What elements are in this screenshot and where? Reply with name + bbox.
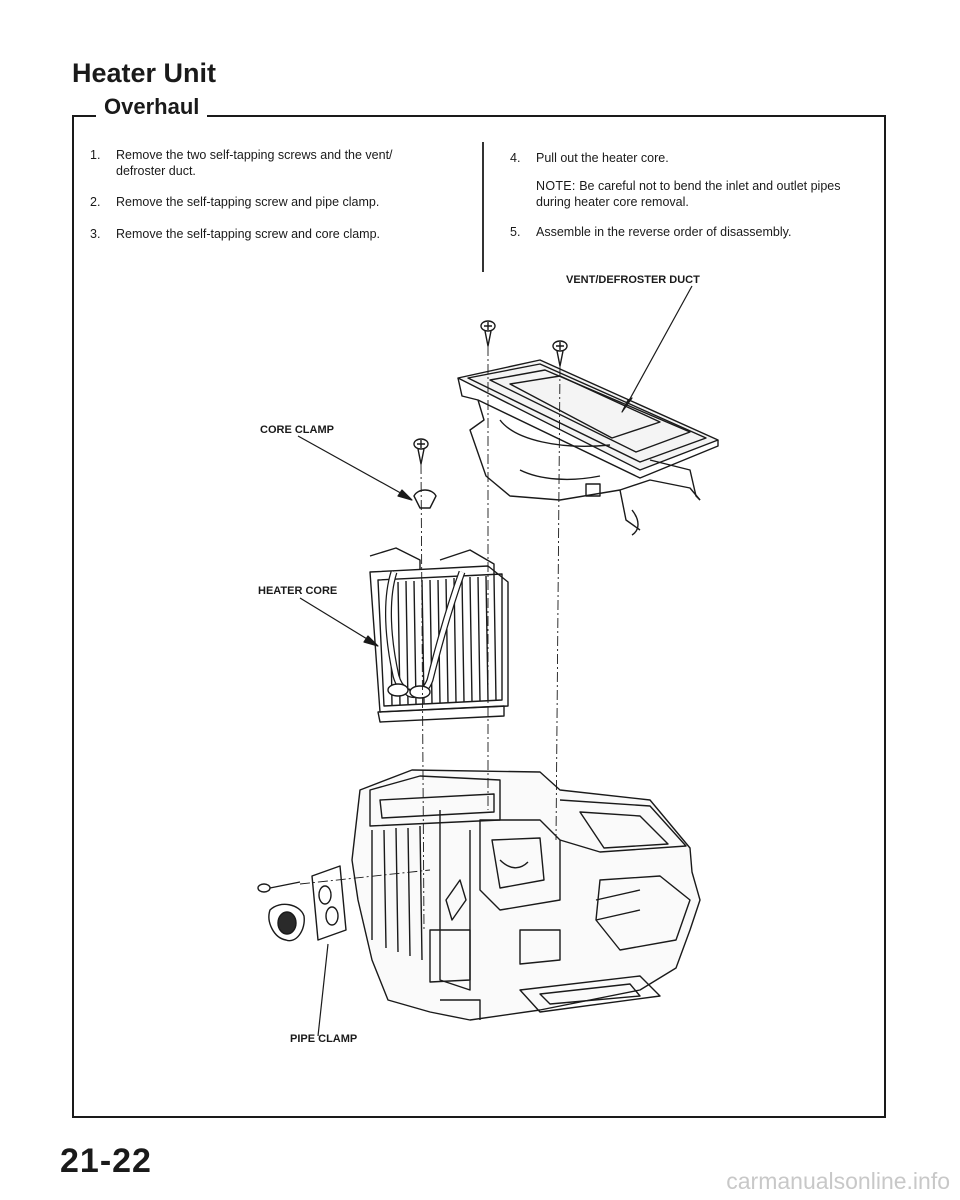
heater-core-illustration <box>369 547 509 723</box>
section-heading: Overhaul <box>96 94 208 120</box>
core-clamp-part <box>413 489 437 509</box>
step-text: Remove the self-tapping screw and pipe c… <box>116 195 380 209</box>
step-number: 5. <box>510 225 521 239</box>
page-number: 21-22 <box>60 1142 152 1180</box>
step-text: Assemble in the reverse order of disasse… <box>536 225 792 239</box>
step-item: 5. Assemble in the reverse order of disa… <box>510 224 875 240</box>
core-clamp-screw <box>413 438 429 465</box>
step-item: 2. Remove the self-tapping screw and pip… <box>90 194 445 210</box>
watermark: carmanualsonline.info <box>726 1168 950 1194</box>
step-item: 3. Remove the self-tapping screw and cor… <box>90 226 445 242</box>
step-text: Remove the self-tapping screw and core c… <box>116 227 381 241</box>
note-item: NOTE: Be careful not to bend the inlet a… <box>510 178 875 210</box>
duct-screw-right <box>552 340 568 367</box>
steps-right-column: 4. Pull out the heater core. NOTE: Be ca… <box>510 150 875 240</box>
step-item: 1. Remove the two self-tapping screws an… <box>90 147 445 179</box>
core-clamp-label: CORE CLAMP <box>260 424 334 436</box>
pipe-clamp-illustration <box>257 865 347 942</box>
note-text: Be careful not to bend the inlet and out… <box>536 179 841 209</box>
heater-unit-housing-illustration <box>351 769 701 1021</box>
step-text: Pull out the heater core. <box>536 151 669 165</box>
pipe-clamp-label: PIPE CLAMP <box>290 1033 358 1045</box>
heater-core-label: HEATER CORE <box>258 585 338 597</box>
step-number: 1. <box>90 148 101 162</box>
step-number: 2. <box>90 195 101 209</box>
step-item: 4. Pull out the heater core. <box>510 150 875 166</box>
vent-defroster-duct-illustration <box>457 359 719 536</box>
page-title: Heater Unit <box>72 58 217 88</box>
column-divider <box>482 142 484 272</box>
duct-screw-left <box>480 320 496 347</box>
vent-defroster-duct-label: VENT/DEFROSTER DUCT <box>566 274 700 286</box>
overhaul-frame <box>72 115 886 1118</box>
step-number: 4. <box>510 151 521 165</box>
step-number: 3. <box>90 227 101 241</box>
note-label: NOTE: <box>536 179 576 193</box>
steps-left-column: 1. Remove the two self-tapping screws an… <box>90 147 445 242</box>
step-text: Remove the two self-tapping screws and t… <box>116 148 393 178</box>
